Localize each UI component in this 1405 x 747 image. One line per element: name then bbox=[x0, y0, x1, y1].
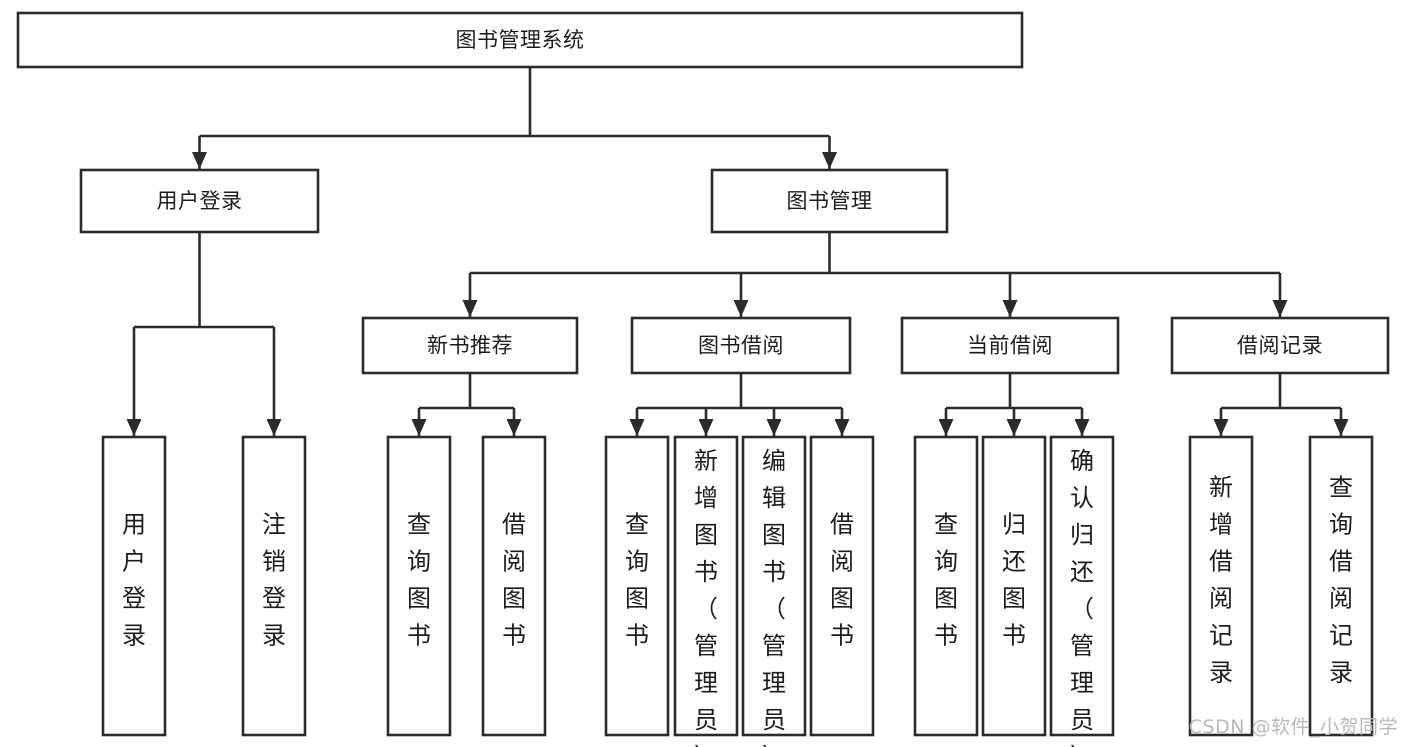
node-label: 新书推荐 bbox=[427, 334, 513, 358]
arrow-head bbox=[506, 419, 522, 436]
leaf-node-0[interactable]: 用户登录 bbox=[101, 435, 167, 737]
node-layer: 图书管理系统用户登录图书管理新书推荐图书借阅当前借阅借阅记录用户登录注销登录查询… bbox=[16, 11, 1390, 747]
node-label: 当前借阅 bbox=[967, 334, 1053, 358]
arrow-head bbox=[1333, 419, 1349, 436]
leaf-box[interactable] bbox=[981, 435, 1047, 737]
leaf-node-9[interactable]: 归还图书 bbox=[981, 435, 1047, 737]
node-box[interactable] bbox=[79, 168, 320, 234]
leaf-box[interactable] bbox=[386, 435, 452, 737]
node-box[interactable] bbox=[900, 316, 1120, 375]
leaf-box[interactable] bbox=[101, 435, 167, 737]
arrow-head bbox=[266, 419, 282, 436]
arrow-head bbox=[1272, 300, 1288, 317]
leaf-label: 编辑图书（管理员） bbox=[762, 447, 786, 747]
arrow-head bbox=[938, 419, 954, 436]
arrow-head bbox=[411, 419, 427, 436]
leaf-label: 新增借阅记录 bbox=[1209, 474, 1233, 687]
node-label: 图书管理 bbox=[787, 189, 873, 213]
node-level2-3[interactable]: 借阅记录 bbox=[1170, 316, 1390, 375]
node-box[interactable] bbox=[630, 316, 852, 375]
leaf-box[interactable] bbox=[1308, 435, 1374, 737]
leaf-node-10[interactable]: 确认归还（管理员） bbox=[1049, 435, 1115, 747]
leaf-label: 确认归还（管理员） bbox=[1070, 447, 1094, 747]
node-box[interactable] bbox=[361, 316, 579, 375]
leaf-label: 注销登录 bbox=[262, 511, 286, 650]
connector-layer bbox=[126, 67, 1349, 436]
leaf-node-11[interactable]: 新增借阅记录 bbox=[1188, 435, 1254, 737]
leaf-box[interactable] bbox=[741, 435, 807, 737]
leaf-node-2[interactable]: 查询图书 bbox=[386, 435, 452, 737]
leaf-label: 借阅图书 bbox=[830, 511, 854, 650]
arrow-head bbox=[1213, 419, 1229, 436]
node-label: 图书借阅 bbox=[698, 334, 784, 358]
arrow-head bbox=[822, 152, 837, 169]
leaf-node-4[interactable]: 查询图书 bbox=[604, 435, 670, 737]
arrow-head bbox=[698, 419, 714, 436]
arrow-head bbox=[733, 300, 749, 317]
leaf-node-6[interactable]: 编辑图书（管理员） bbox=[741, 435, 807, 747]
leaf-box[interactable] bbox=[604, 435, 670, 737]
leaf-label: 归还图书 bbox=[1002, 511, 1026, 650]
leaf-label: 查询图书 bbox=[407, 511, 431, 650]
node-level1-0[interactable]: 用户登录 bbox=[79, 168, 320, 234]
node-root-0[interactable]: 图书管理系统 bbox=[16, 11, 1024, 69]
arrow-head bbox=[192, 152, 207, 169]
leaf-node-7[interactable]: 借阅图书 bbox=[809, 435, 875, 737]
leaf-label: 查询借阅记录 bbox=[1329, 474, 1353, 687]
arrow-head bbox=[1074, 419, 1090, 436]
leaf-box[interactable] bbox=[913, 435, 979, 737]
arrow-head bbox=[629, 419, 645, 436]
node-label: 借阅记录 bbox=[1237, 334, 1323, 358]
watermark-label: CSDN @软件_小贺同学 bbox=[1189, 716, 1398, 738]
leaf-label: 新增图书（管理员） bbox=[694, 447, 718, 747]
node-box[interactable] bbox=[710, 168, 949, 234]
leaf-node-1[interactable]: 注销登录 bbox=[241, 435, 307, 737]
arrow-head bbox=[766, 419, 782, 436]
leaf-node-3[interactable]: 借阅图书 bbox=[481, 435, 547, 737]
leaf-box[interactable] bbox=[673, 435, 739, 737]
arrow-head bbox=[1002, 300, 1018, 317]
node-label: 用户登录 bbox=[157, 189, 243, 213]
node-level2-0[interactable]: 新书推荐 bbox=[361, 316, 579, 375]
leaf-label: 查询图书 bbox=[934, 511, 958, 650]
node-level2-1[interactable]: 图书借阅 bbox=[630, 316, 852, 375]
leaf-node-5[interactable]: 新增图书（管理员） bbox=[673, 435, 739, 747]
arrow-head bbox=[1006, 419, 1022, 436]
leaf-label: 查询图书 bbox=[625, 511, 649, 650]
arrow-head bbox=[462, 300, 478, 317]
leaf-label: 用户登录 bbox=[122, 511, 146, 650]
leaf-box[interactable] bbox=[481, 435, 547, 737]
node-label: 图书管理系统 bbox=[456, 28, 585, 52]
arrow-head bbox=[834, 419, 850, 436]
node-level1-1[interactable]: 图书管理 bbox=[710, 168, 949, 234]
leaf-node-8[interactable]: 查询图书 bbox=[913, 435, 979, 737]
leaf-box[interactable] bbox=[809, 435, 875, 737]
leaf-label: 借阅图书 bbox=[502, 511, 526, 650]
node-level2-2[interactable]: 当前借阅 bbox=[900, 316, 1120, 375]
node-box[interactable] bbox=[16, 11, 1024, 69]
arrow-head bbox=[126, 419, 142, 436]
node-box[interactable] bbox=[1170, 316, 1390, 375]
leaf-box[interactable] bbox=[241, 435, 307, 737]
leaf-box[interactable] bbox=[1188, 435, 1254, 737]
leaf-box[interactable] bbox=[1049, 435, 1115, 737]
leaf-node-12[interactable]: 查询借阅记录 bbox=[1308, 435, 1374, 737]
